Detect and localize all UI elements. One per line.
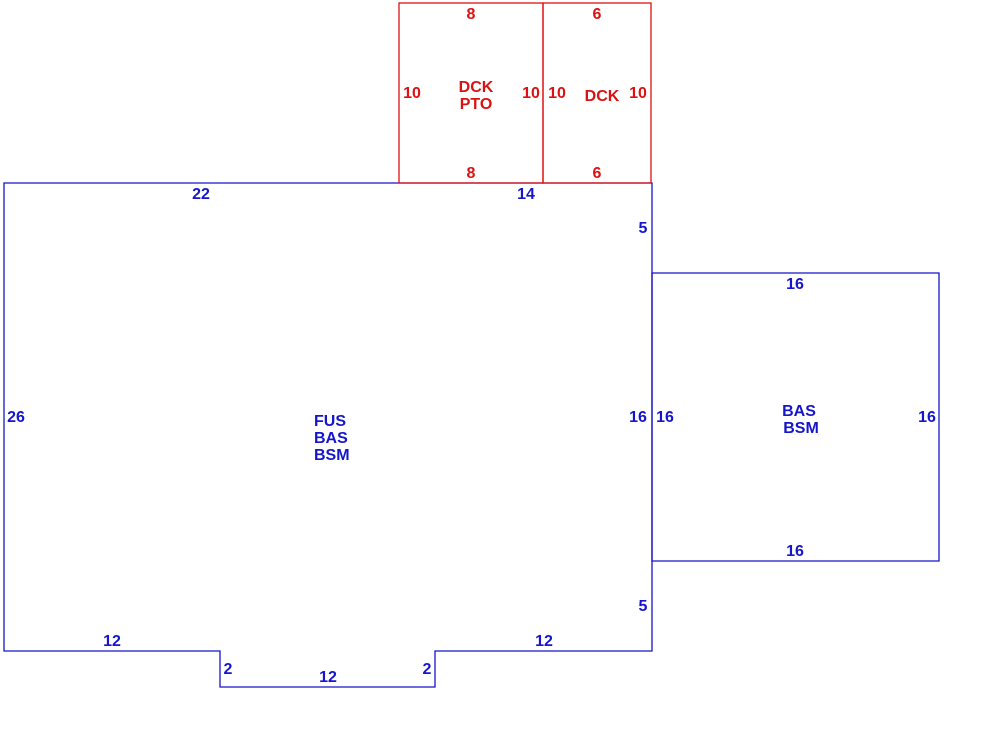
dim-dck-bottom: 6 <box>593 165 602 182</box>
area-label-main-line1: FUS <box>314 413 346 430</box>
area-label-main-line3: BSM <box>314 447 350 464</box>
dim-main-bottom-left: 12 <box>103 633 121 650</box>
dim-dck-left: 10 <box>548 85 566 102</box>
dim-add-top: 16 <box>786 276 804 293</box>
area-label-addition-line2: BSM <box>783 420 819 437</box>
dim-dck-pto-right: 10 <box>522 85 540 102</box>
dim-add-bottom: 16 <box>786 543 804 560</box>
dim-dck-pto-bottom: 8 <box>467 165 476 182</box>
dim-notch-right: 2 <box>423 661 432 678</box>
area-label-addition-line1: BAS <box>782 403 816 420</box>
area-label-dck: DCK <box>585 88 620 105</box>
dim-dck-right: 10 <box>629 85 647 102</box>
dim-dck-pto-top: 8 <box>467 6 476 23</box>
dim-main-bottom-right: 12 <box>535 633 553 650</box>
dim-main-right-upper: 5 <box>639 220 648 237</box>
dim-main-right-lower: 5 <box>639 598 648 615</box>
dim-add-left: 16 <box>656 409 674 426</box>
dim-dck-top: 6 <box>593 6 602 23</box>
dim-dck-pto-left: 10 <box>403 85 421 102</box>
area-label-main-line2: BAS <box>314 430 348 447</box>
dim-add-right: 16 <box>918 409 936 426</box>
area-label-dck-pto-line2: PTO <box>460 96 493 113</box>
dim-main-top-left: 22 <box>192 186 210 203</box>
dim-main-top-right: 14 <box>517 186 535 203</box>
dim-notch-left: 2 <box>224 661 233 678</box>
dim-notch-bottom: 12 <box>319 669 337 686</box>
dim-main-right-mid: 16 <box>629 409 647 426</box>
dim-main-left: 26 <box>7 409 25 426</box>
addition-outline <box>651 272 940 562</box>
area-label-dck-pto-line1: DCK <box>459 79 494 96</box>
deck-outline <box>542 2 652 184</box>
